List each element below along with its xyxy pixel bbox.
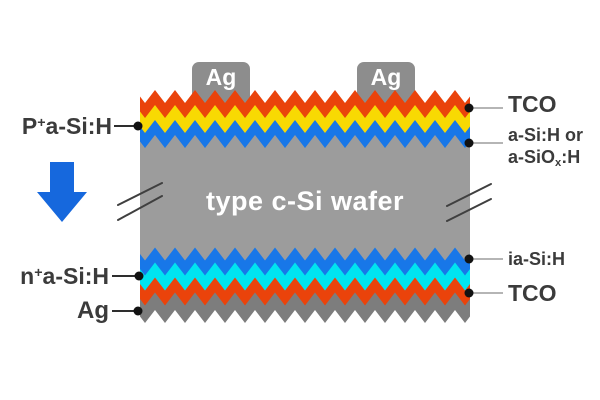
label-ag-left: Ag <box>77 297 109 324</box>
label-text: a-Si:H <box>45 113 112 139</box>
connector-dot <box>464 288 474 298</box>
wafer-label: type c-Si wafer <box>205 186 405 216</box>
layer-tco-bottom <box>140 277 470 306</box>
subscript-x: x <box>555 157 562 170</box>
down-arrow-icon <box>37 162 87 222</box>
label-text: a-SiO <box>508 147 556 167</box>
superscript-plus: + <box>37 114 46 131</box>
connector-dot <box>133 121 143 131</box>
connector-dot <box>464 138 474 148</box>
layer-wafer <box>140 135 470 262</box>
break-mark <box>117 195 163 221</box>
label-tco-bottom: TCO <box>508 280 557 306</box>
top-contact-1-label: Ag <box>205 64 237 90</box>
buffer-line-1: a-Si:H or <box>508 125 584 145</box>
label-ia-si-h: ia-Si:H <box>508 249 566 269</box>
connector-dot <box>134 271 144 281</box>
buffer-line-2: a-SiOx:H <box>508 146 583 171</box>
label-buffer-layer: a-Si:H or a-SiOx:H <box>508 124 583 171</box>
label-text: :H <box>561 147 581 167</box>
break-mark <box>446 183 492 207</box>
connector-dot <box>464 254 474 264</box>
layer-ia-si-h <box>140 247 470 278</box>
label-tco-top: TCO <box>508 91 557 117</box>
label-p-a-si-h: P+a-Si:H <box>0 112 112 144</box>
label-n-a-si-h: n+a-Si:H <box>0 262 109 294</box>
layer-n-a-si-h <box>140 262 470 292</box>
label-text: n <box>20 263 35 289</box>
top-contact-2-label: Ag <box>370 64 402 90</box>
superscript-plus: + <box>34 264 43 281</box>
label-text: a-Si:H <box>42 263 109 289</box>
label-text: P <box>21 113 38 139</box>
layer-ag-back <box>140 292 470 323</box>
break-mark <box>446 198 492 222</box>
connector-dot <box>464 103 474 113</box>
connector-dot <box>133 306 143 316</box>
break-mark <box>117 182 163 206</box>
